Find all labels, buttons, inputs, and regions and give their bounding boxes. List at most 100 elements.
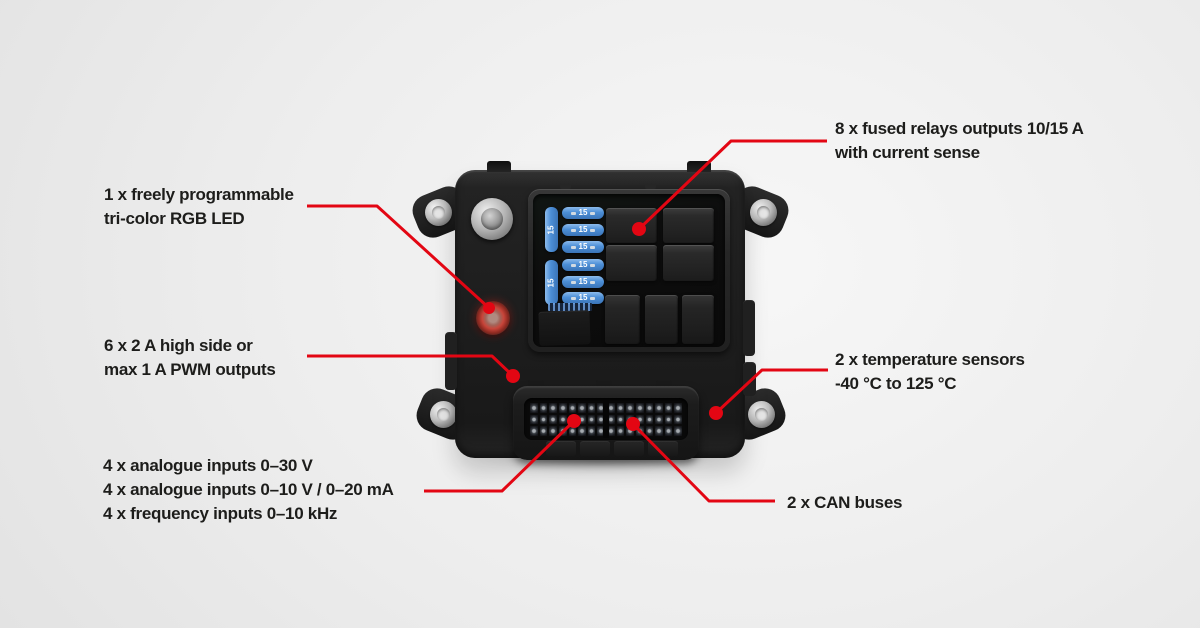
blade-fuse: 15 <box>562 292 604 304</box>
callout-line-text: 4 x frequency inputs 0–10 kHz <box>103 504 338 523</box>
connector-pin <box>645 426 654 436</box>
panel-tab <box>645 184 656 189</box>
callout-line-text: 2 x CAN buses <box>787 493 903 512</box>
blade-fuse: 15 <box>562 259 604 271</box>
connector-rib <box>614 441 644 456</box>
connector-pin <box>626 414 634 425</box>
relay <box>682 295 714 344</box>
connector-pin <box>587 403 596 413</box>
blade-fuse-vertical: 15 <box>545 260 558 305</box>
blade-fuse-vertical: 15 <box>545 207 558 252</box>
connector-pin <box>558 403 567 413</box>
callout-label-analogue-inputs: 4 x analogue inputs 0–30 V 4 x analogue … <box>103 454 394 526</box>
connector-pin <box>635 414 644 425</box>
relay <box>605 295 640 344</box>
mounting-eyelet-icon <box>750 199 777 226</box>
connector-pin <box>664 403 673 413</box>
relay <box>606 208 657 243</box>
blade-fuse: 15 <box>562 276 604 288</box>
callout-line-text: 6 x 2 A high side or <box>104 336 253 355</box>
eyelet-hole <box>755 408 768 421</box>
callout-label-fused-relays: 8 x fused relays outputs 10/15 A with cu… <box>835 117 1084 165</box>
connector-pin <box>549 414 557 425</box>
connector-pin <box>568 426 577 436</box>
connector-pin <box>539 414 548 425</box>
callout-line-text: -40 °C to 125 °C <box>835 374 957 393</box>
connector-pin <box>597 414 605 425</box>
connector-pin <box>674 426 682 436</box>
connector-pin <box>626 426 634 436</box>
connector-pin <box>616 426 625 436</box>
connector-pin <box>549 403 557 413</box>
connector-pin <box>568 403 577 413</box>
mounting-eyelet-icon <box>748 401 775 428</box>
eyelet-hole <box>437 408 450 421</box>
connector-pin <box>530 426 538 436</box>
connector-pin <box>597 403 605 413</box>
connector-pin <box>645 414 654 425</box>
enclosure-side-rib <box>445 332 457 390</box>
callout-label-temperature: 2 x temperature sensors -40 °C to 125 °C <box>835 348 1025 396</box>
connector-pin <box>664 426 673 436</box>
callout-label-rgb-led: 1 x freely programmable tri-color RGB LE… <box>104 183 294 231</box>
callout-line-text: 2 x temperature sensors <box>835 350 1025 369</box>
connector-pin <box>655 426 663 436</box>
connector-pin <box>674 403 682 413</box>
connector-pin <box>635 426 644 436</box>
connector-pin <box>616 403 625 413</box>
blade-fuse: 15 <box>562 241 604 253</box>
relay <box>645 295 678 344</box>
connector-pin <box>607 414 615 425</box>
connector-tab <box>656 380 672 388</box>
connector-tab <box>596 380 612 388</box>
callout-label-pwm-outputs: 6 x 2 A high side or max 1 A PWM outputs <box>104 334 276 382</box>
connector-pin <box>587 426 596 436</box>
fuse-amp-label: 15 <box>578 293 588 302</box>
connector-pin <box>539 403 548 413</box>
connector-pin <box>655 414 663 425</box>
mounting-eyelet-icon <box>425 199 452 226</box>
connector-pin <box>558 426 567 436</box>
relay <box>663 245 714 281</box>
enclosure-clip <box>487 161 511 172</box>
callout-line-text: 1 x freely programmable <box>104 185 294 204</box>
connector-rib <box>648 441 678 456</box>
flat-relay <box>538 310 591 346</box>
mounting-eyelet-icon <box>430 401 457 428</box>
fuse-amp-label: 15 <box>578 242 588 251</box>
power-stud <box>471 198 513 240</box>
connector-pin <box>664 414 673 425</box>
enclosure-side-rib <box>743 300 755 356</box>
callout-line-text: tri-color RGB LED <box>104 209 245 228</box>
connector-pin <box>558 414 567 425</box>
fuse-amp-label: 15 <box>578 225 588 234</box>
eyelet-hole <box>432 206 445 219</box>
connector-pin <box>607 403 615 413</box>
callout-line-text: 4 x analogue inputs 0–10 V / 0–20 mA <box>103 480 394 499</box>
connector-pin <box>578 426 586 436</box>
connector-pin <box>645 403 654 413</box>
connector-divider <box>603 401 609 438</box>
callout-label-can-buses: 2 x CAN buses <box>787 491 902 515</box>
rgb-led <box>476 301 510 335</box>
power-stud-dome <box>481 208 503 230</box>
blade-fuse: 15 <box>562 224 604 236</box>
fuse-amp-label: 15 <box>578 260 588 269</box>
relay <box>606 245 657 281</box>
callout-line-text: 4 x analogue inputs 0–30 V <box>103 456 313 475</box>
connector-rib <box>546 441 576 456</box>
connector-pin <box>626 403 634 413</box>
enclosure-clip <box>687 161 711 172</box>
connector-pin <box>635 403 644 413</box>
connector-pin <box>530 403 538 413</box>
callout-line-text: 8 x fused relays outputs 10/15 A <box>835 119 1084 138</box>
callout-line-text: with current sense <box>835 143 980 162</box>
callout-line-text: max 1 A PWM outputs <box>104 360 276 379</box>
connector-pin <box>616 414 625 425</box>
connector-tab <box>528 380 544 388</box>
relay <box>663 208 714 243</box>
blade-fuse: 15 <box>562 207 604 219</box>
fuse-amp-label: 15 <box>578 208 588 217</box>
fuse-amp-label: 15 <box>546 278 556 287</box>
